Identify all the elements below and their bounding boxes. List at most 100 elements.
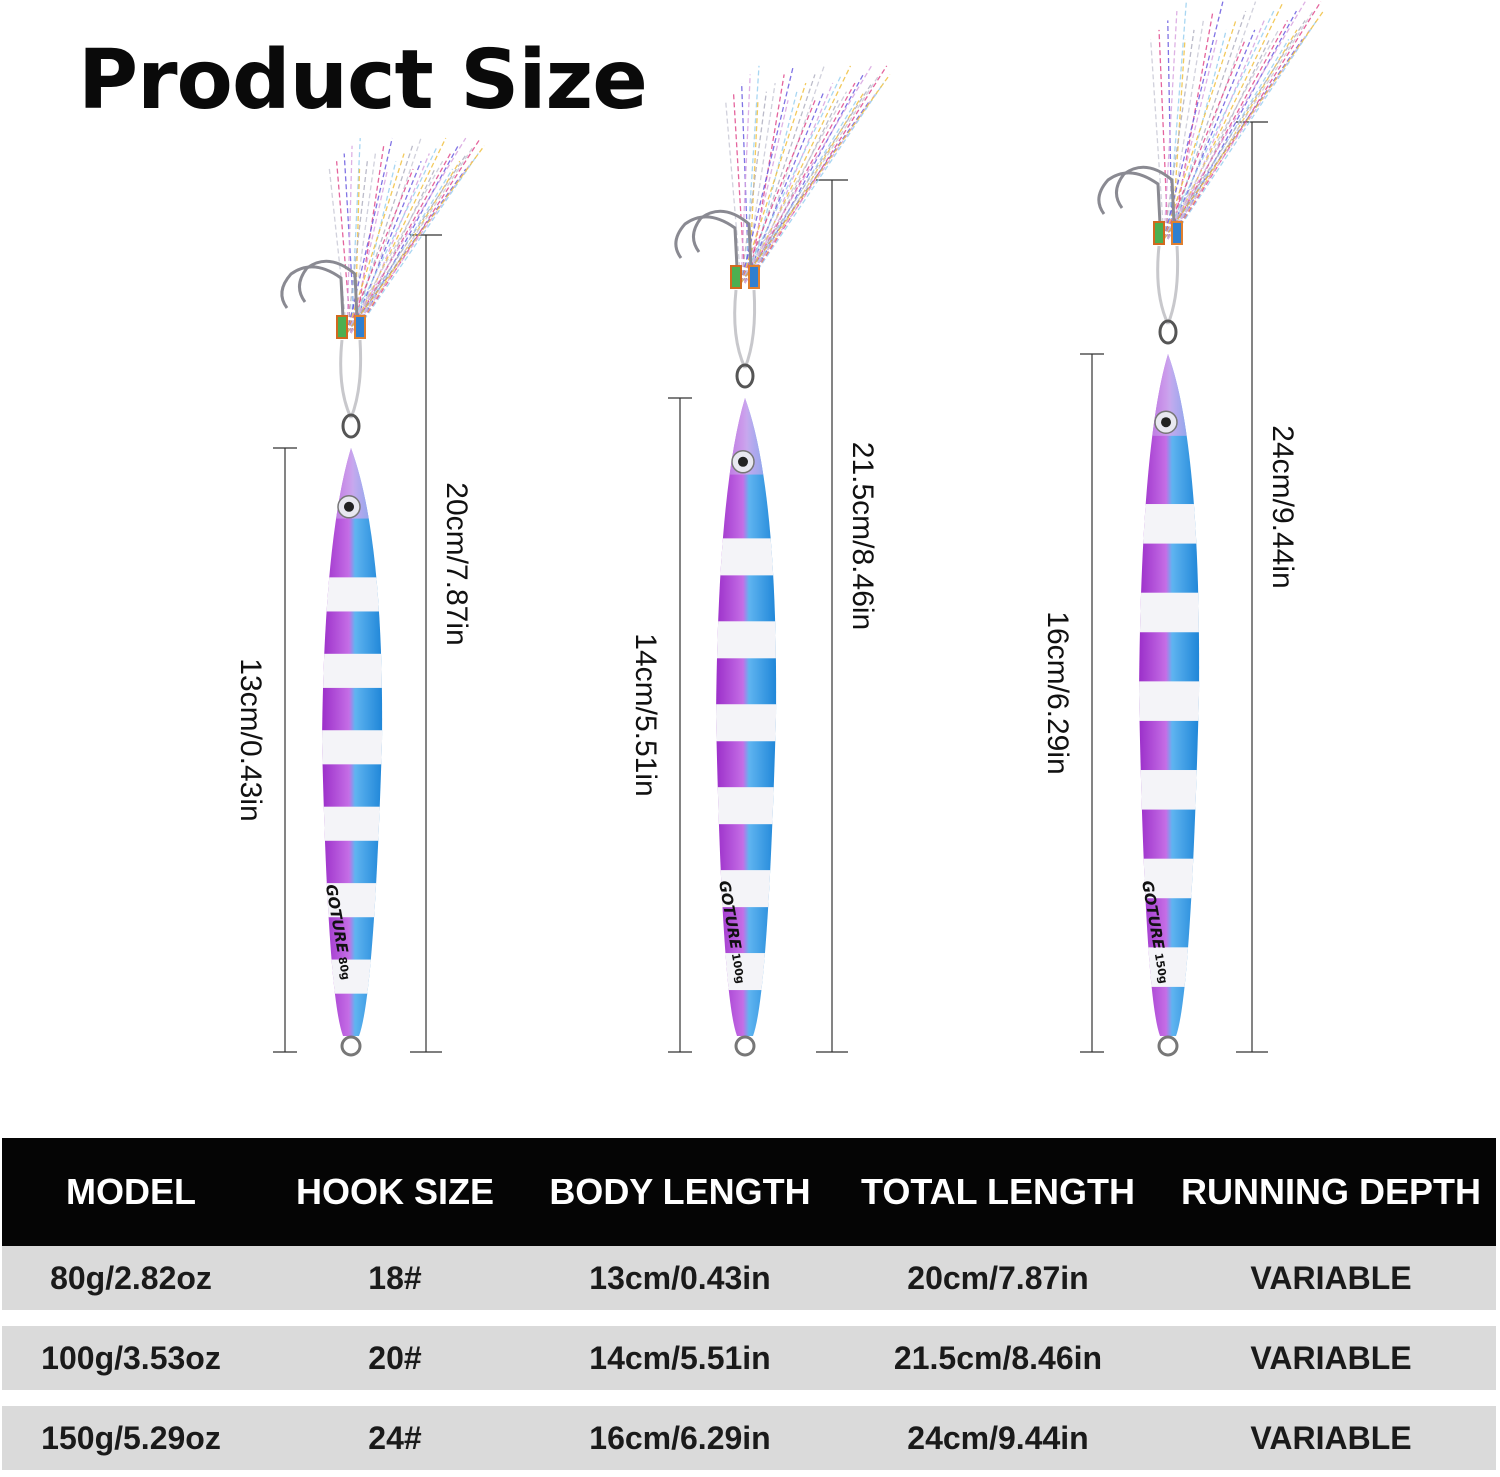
tassel-strand (346, 145, 485, 334)
running-depth-cell: VARIABLE (1250, 1339, 1412, 1376)
body-length-cell: 13cm/0.43in (589, 1259, 771, 1296)
tassel-strand (744, 100, 789, 284)
tassel-strand (346, 153, 405, 334)
column-header-running-depth: RUNNING DEPTH (1180, 1171, 1481, 1212)
tail-ring (340, 1035, 362, 1057)
column-header-model: MODEL (66, 1171, 196, 1212)
hook (298, 259, 359, 319)
body-length-label: 16cm/6.29in (1041, 611, 1074, 775)
dimension-lines (273, 234, 442, 1053)
cord-line (743, 289, 757, 369)
hook-size-cell: 24# (368, 1419, 422, 1456)
tassel-strand (748, 65, 825, 284)
tail-ring (1157, 1035, 1179, 1057)
tassel-strand (1167, 29, 1256, 240)
tassel-strand (346, 137, 393, 334)
running-depth-cell: VARIABLE (1250, 1259, 1412, 1296)
table-row: 150g/5.29oz 24# 16cm/6.29in 24cm/9.44in … (2, 1406, 1496, 1470)
thread-wrap (1153, 221, 1165, 245)
tassel-strand (748, 65, 888, 284)
tassel-strand (1171, 1, 1257, 240)
tassel-strand (1163, 20, 1306, 240)
tassel-strand (740, 91, 848, 284)
tassel-strand (328, 168, 348, 334)
tassel-strand (1163, 11, 1178, 240)
table-row: 100g/3.53oz 20# 14cm/5.51in 21.5cm/8.46i… (2, 1326, 1496, 1390)
tassel-strand (1167, 10, 1247, 240)
eye-pupil (1161, 417, 1171, 428)
stripe (1139, 504, 1200, 544)
tassel-strand (354, 153, 479, 334)
tassel-strand (350, 153, 377, 334)
hook-size-cell: 18# (368, 1259, 422, 1296)
tassel-strand (346, 137, 467, 334)
hook (692, 209, 753, 269)
tassel-strand (354, 145, 459, 334)
tassel-strand (346, 153, 468, 334)
stripe (716, 704, 777, 742)
tassel-strand (350, 160, 422, 334)
total-length-label: 24cm/9.44in (1266, 425, 1299, 589)
tassel-strand (350, 138, 361, 334)
hook (674, 215, 739, 269)
tassel-strand (1163, 39, 1246, 240)
lure-100g (668, 65, 891, 1057)
tassel-strand (1163, 10, 1324, 240)
cord-line (1166, 245, 1180, 325)
table-row: 80g/2.82oz 18# 13cm/0.43in 20cm/7.87in V… (2, 1246, 1496, 1310)
assist-cord (1156, 245, 1180, 325)
body-length-label: 14cm/5.51in (629, 633, 662, 797)
tassel-strand (350, 160, 473, 334)
total-length-cell: 20cm/7.87in (907, 1259, 1089, 1296)
body-length-label: 13cm/0.43in (234, 658, 267, 822)
tassel-strand (748, 91, 865, 284)
tassel-strand (1171, 10, 1297, 240)
column-header-total-length: TOTAL LENGTH (861, 1171, 1135, 1212)
tassel-strand (1171, 10, 1214, 240)
tail-ring (734, 1035, 756, 1057)
hook (280, 265, 345, 319)
page-title: Product Size (78, 33, 648, 128)
tassel-strand (1163, 1, 1306, 240)
cord-line (733, 289, 747, 369)
weight-mark: 80g (335, 955, 353, 981)
tassel-strand (740, 99, 871, 284)
column-header-hook-size: HOOK SIZE (295, 1171, 495, 1212)
tassel-strand (350, 145, 414, 334)
hook-size-cell: 20# (368, 1339, 422, 1376)
stripe (322, 653, 383, 688)
thread-wrap (1171, 221, 1183, 245)
stripe (1139, 681, 1200, 721)
stripe (716, 538, 777, 576)
stripe (1139, 858, 1200, 899)
hooks (280, 259, 359, 319)
tassel-strand (354, 160, 461, 334)
tassel-strand (1167, 39, 1218, 240)
body-length-cell: 14cm/5.51in (589, 1339, 771, 1376)
tassel-strand (335, 161, 352, 334)
tassel-strand (1163, 29, 1195, 240)
eye-pupil (738, 456, 748, 467)
tassel-strand (748, 82, 885, 284)
running-depth-cell: VARIABLE (1250, 1419, 1412, 1456)
tassel (328, 137, 485, 334)
tassel-strand (1163, 20, 1237, 240)
stripe (322, 577, 383, 612)
tassel-strand (346, 160, 444, 334)
total-length-cell: 24cm/9.44in (907, 1419, 1089, 1456)
tassel-strand (744, 82, 856, 284)
body-length-cell: 16cm/6.29in (589, 1419, 771, 1456)
tassel-strand (354, 161, 397, 334)
tassel-strand (724, 100, 742, 284)
tassel-strand (1167, 10, 1314, 240)
thread-wrap (354, 315, 366, 339)
tassel-strand (740, 74, 751, 284)
tassel-strand (350, 145, 475, 334)
thread-wrap (730, 265, 742, 289)
tassel-strand (740, 100, 816, 284)
tassel-strand (748, 82, 834, 284)
tassel-strand (350, 137, 447, 334)
split-ring (1158, 319, 1178, 345)
tassel (1150, 1, 1324, 240)
tassel-strand (1171, 38, 1271, 240)
